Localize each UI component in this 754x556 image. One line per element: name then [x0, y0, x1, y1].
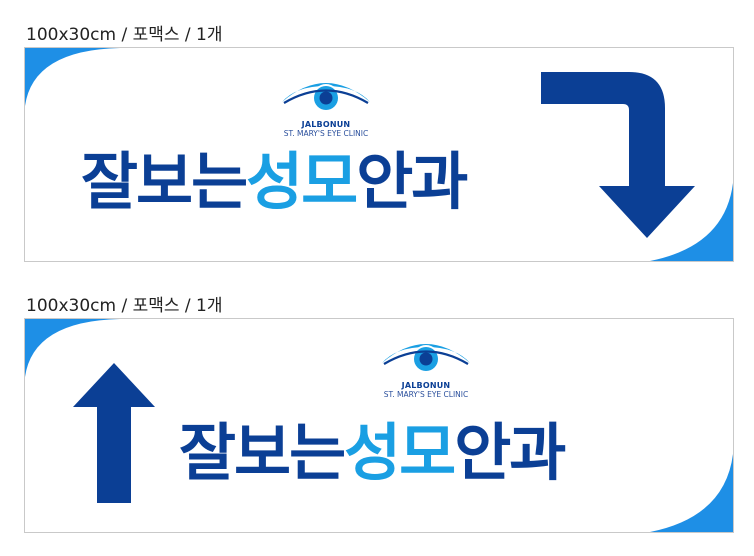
sign-background-2 — [25, 319, 733, 532]
sign-title-2: 잘보는성모안과 — [179, 422, 566, 484]
corner-swoosh-bottom-right — [650, 183, 733, 261]
logo-brand-text: JALBONUN — [401, 381, 451, 390]
title-part-seongmo: 성모 — [344, 416, 456, 489]
title-part-angwa: 안과 — [356, 145, 468, 218]
eye-logo-icon — [282, 83, 370, 112]
title-part-jalboneun: 잘보는 — [81, 145, 248, 218]
eye-logo-icon — [382, 344, 470, 373]
corner-swoosh-top-left — [25, 319, 120, 377]
logo-brand-text: JALBONUN — [301, 120, 351, 129]
corner-swoosh-top-left — [25, 48, 120, 106]
sign-background-1 — [25, 48, 733, 261]
corner-swoosh-bottom-right — [650, 454, 733, 532]
clinic-logo-1: JALBONUN ST. MARY'S EYE CLINIC — [261, 76, 391, 138]
title-part-jalboneun: 잘보는 — [179, 416, 346, 489]
sign-spec-label-2: 100x30cm / 포맥스 / 1개 — [26, 296, 223, 316]
logo-clinic-text: ST. MARY'S EYE CLINIC — [383, 390, 469, 399]
title-part-seongmo: 성모 — [246, 145, 358, 218]
sign-title-1: 잘보는성모안과 — [81, 151, 468, 213]
logo-clinic-text: ST. MARY'S EYE CLINIC — [283, 129, 369, 138]
sign-spec-label-1: 100x30cm / 포맥스 / 1개 — [26, 25, 223, 45]
clinic-logo-2: JALBONUN ST. MARY'S EYE CLINIC — [361, 337, 491, 399]
sign-panel-2: JALBONUN ST. MARY'S EYE CLINIC 잘보는성모안과 — [24, 318, 734, 533]
arrow-right-down-icon — [541, 72, 695, 238]
sign-panel-1: JALBONUN ST. MARY'S EYE CLINIC 잘보는성모안과 — [24, 47, 734, 262]
title-part-angwa: 안과 — [454, 416, 566, 489]
arrow-up-icon — [73, 363, 155, 503]
